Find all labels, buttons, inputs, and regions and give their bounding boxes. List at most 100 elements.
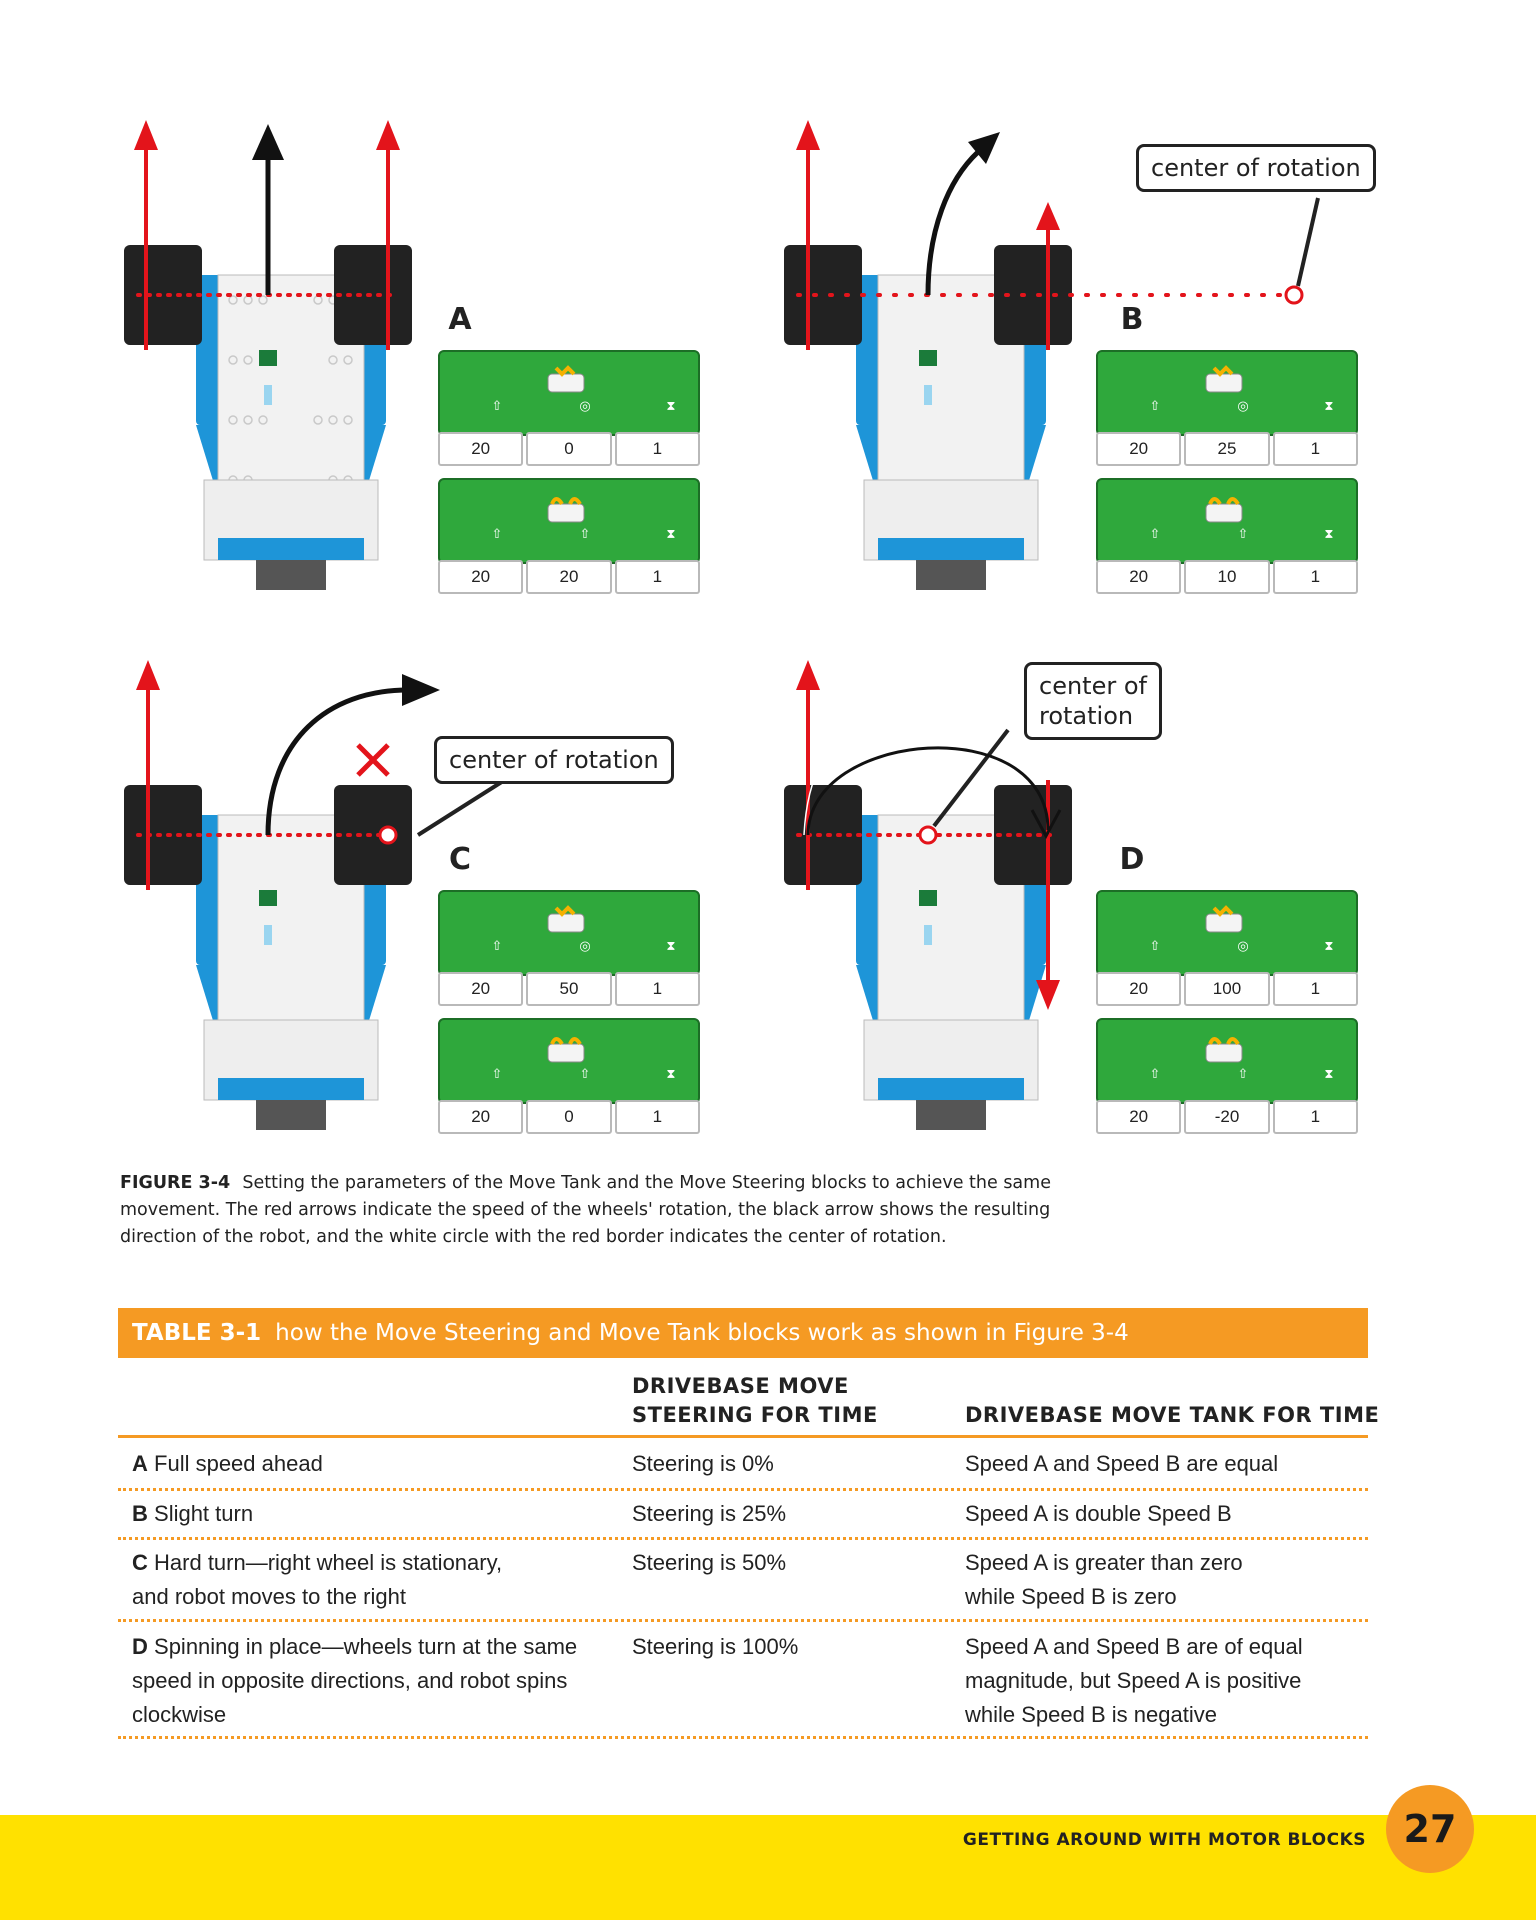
timer-icon: ⧗ xyxy=(666,1067,676,1082)
steering-value[interactable]: 100 xyxy=(1184,972,1270,1006)
time-value[interactable]: 1 xyxy=(1272,1100,1358,1134)
table-row-c-tank: Speed A is greater than zero while Speed… xyxy=(965,1550,1243,1609)
figure-caption-text: Setting the parameters of the Move Tank … xyxy=(120,1173,1051,1247)
steering-icon: ◎ xyxy=(579,399,591,414)
table-row-d-tank: Speed A and Speed B are of equal magnitu… xyxy=(965,1634,1303,1727)
robot-diagram-c xyxy=(124,660,510,1130)
speed-icon: ⇧ xyxy=(491,527,503,542)
table-row-b-desc: B Slight turn xyxy=(132,1497,632,1531)
time-value[interactable]: 1 xyxy=(1272,560,1358,594)
speed-icon: ⇧ xyxy=(1237,527,1249,542)
table-row-c-steering: Steering is 50% xyxy=(632,1550,787,1575)
robot-diagram-d xyxy=(784,660,1072,1130)
move-steering-block-d: ⇧ ◎ ⧗ 20 100 1 xyxy=(1096,890,1358,1006)
timer-icon: ⧗ xyxy=(666,399,676,414)
speed-a-value[interactable]: 20 xyxy=(1096,1100,1182,1134)
move-tank-block-c: ⇧ ⇧ ⧗ 20 0 1 xyxy=(438,1018,700,1134)
speed-value[interactable]: 20 xyxy=(1096,432,1182,466)
time-value[interactable]: 1 xyxy=(614,432,700,466)
table-header-rule xyxy=(118,1435,1368,1438)
move-tank-block-a: ⇧ ⇧ ⧗ 20 20 1 xyxy=(438,478,700,594)
footer-section-title: GETTING AROUND WITH MOTOR BLOCKS xyxy=(962,1830,1366,1850)
motor-icon xyxy=(1205,905,1243,933)
time-value[interactable]: 1 xyxy=(1272,972,1358,1006)
motor-icon xyxy=(547,365,585,393)
motor-icon xyxy=(1205,497,1243,523)
row-divider xyxy=(118,1736,1368,1739)
column-header-steering: DRIVEBASE MOVE STEERING FOR TIME xyxy=(632,1374,878,1427)
table-row-a-tank: Speed A and Speed B are equal xyxy=(965,1451,1279,1476)
speed-value[interactable]: 20 xyxy=(438,432,524,466)
table-label: TABLE 3-1 xyxy=(132,1320,262,1346)
center-of-rotation-callout: center of rotation xyxy=(1136,144,1376,192)
footer-band xyxy=(0,1815,1536,1920)
move-steering-block-b: ⇧ ◎ ⧗ 20 25 1 xyxy=(1096,350,1358,466)
steering-icon: ◎ xyxy=(1237,939,1249,954)
table-row-b-steering: Steering is 25% xyxy=(632,1501,787,1526)
speed-icon: ⇧ xyxy=(579,527,591,542)
steering-value[interactable]: 50 xyxy=(526,972,612,1006)
speed-icon: ⇧ xyxy=(1149,1067,1161,1082)
table-row-a-desc: A Full speed ahead xyxy=(132,1447,632,1481)
robot-diagram-a xyxy=(124,120,412,590)
speed-icon: ⇧ xyxy=(491,1067,503,1082)
row-desc: Spinning in place—wheels turn at the sam… xyxy=(132,1634,578,1727)
time-value[interactable]: 1 xyxy=(614,972,700,1006)
table-row-d-steering: Steering is 100% xyxy=(632,1634,799,1659)
table-row-b-tank: Speed A is double Speed B xyxy=(965,1501,1232,1526)
panel-letter-b: B xyxy=(1120,302,1144,337)
time-value[interactable]: 1 xyxy=(614,560,700,594)
row-divider xyxy=(118,1488,1368,1491)
speed-a-value[interactable]: 20 xyxy=(1096,560,1182,594)
motor-icon xyxy=(547,905,585,933)
move-tank-block-b: ⇧ ⇧ ⧗ 20 10 1 xyxy=(1096,478,1358,594)
speed-b-value[interactable]: 0 xyxy=(526,1100,612,1134)
speed-b-value[interactable]: 10 xyxy=(1184,560,1270,594)
robot-diagram-b xyxy=(784,120,1320,590)
table-row-d-desc: D Spinning in place—wheels turn at the s… xyxy=(132,1630,632,1732)
panel-letter-d: D xyxy=(1119,842,1145,877)
time-value[interactable]: 1 xyxy=(614,1100,700,1134)
speed-a-value[interactable]: 20 xyxy=(438,1100,524,1134)
speed-a-value[interactable]: 20 xyxy=(438,560,524,594)
row-desc: Full speed ahead xyxy=(154,1451,323,1476)
steering-value[interactable]: 0 xyxy=(526,432,612,466)
move-steering-block-c: ⇧ ◎ ⧗ 20 50 1 xyxy=(438,890,700,1006)
panel-a: A ⇧ ◎ ⧗ 20 0 1 ⇧ ⇧ ⧗ 20 20 1 xyxy=(118,110,738,630)
speed-b-value[interactable]: -20 xyxy=(1184,1100,1270,1134)
figure-caption: FIGURE 3-4 Setting the parameters of the… xyxy=(120,1170,1120,1251)
row-desc: Hard turn—right wheel is stationary, and… xyxy=(132,1550,503,1609)
timer-icon: ⧗ xyxy=(1324,399,1334,414)
speed-b-value[interactable]: 20 xyxy=(526,560,612,594)
row-divider xyxy=(118,1537,1368,1540)
column-header-tank: DRIVEBASE MOVE TANK FOR TIME xyxy=(965,1403,1380,1427)
timer-icon: ⧗ xyxy=(1324,1067,1334,1082)
steering-icon: ◎ xyxy=(579,939,591,954)
timer-icon: ⧗ xyxy=(1324,527,1334,542)
panel-c: center of rotation C ⇧ ◎ ⧗ 20 50 1 ⇧ ⇧ ⧗… xyxy=(118,650,738,1170)
row-key: A xyxy=(132,1451,148,1476)
row-key: D xyxy=(132,1634,148,1659)
panel-b: center of rotation B ⇧ ◎ ⧗ 20 25 1 ⇧ ⇧ ⧗… xyxy=(778,110,1398,630)
row-key: C xyxy=(132,1550,148,1575)
center-of-rotation-callout: center of rotation xyxy=(1024,662,1162,740)
speed-icon: ⇧ xyxy=(491,939,503,954)
timer-icon: ⧗ xyxy=(1324,939,1334,954)
time-value[interactable]: 1 xyxy=(1272,432,1358,466)
speed-icon: ⇧ xyxy=(1237,1067,1249,1082)
motor-icon xyxy=(1205,1037,1243,1063)
speed-value[interactable]: 20 xyxy=(1096,972,1182,1006)
panel-d: center of rotation D ⇧ ◎ ⧗ 20 100 1 ⇧ ⇧ … xyxy=(778,650,1398,1170)
speed-icon: ⇧ xyxy=(1149,939,1161,954)
speed-value[interactable]: 20 xyxy=(438,972,524,1006)
row-key: B xyxy=(132,1501,148,1526)
speed-icon: ⇧ xyxy=(491,399,503,414)
motor-icon xyxy=(1205,365,1243,393)
steering-icon: ◎ xyxy=(1237,399,1249,414)
center-of-rotation-callout: center of rotation xyxy=(434,736,674,784)
move-tank-block-d: ⇧ ⇧ ⧗ 20 -20 1 xyxy=(1096,1018,1358,1134)
row-desc: Slight turn xyxy=(154,1501,254,1526)
table-title: how the Move Steering and Move Tank bloc… xyxy=(275,1320,1129,1346)
steering-value[interactable]: 25 xyxy=(1184,432,1270,466)
motor-icon xyxy=(547,497,585,523)
